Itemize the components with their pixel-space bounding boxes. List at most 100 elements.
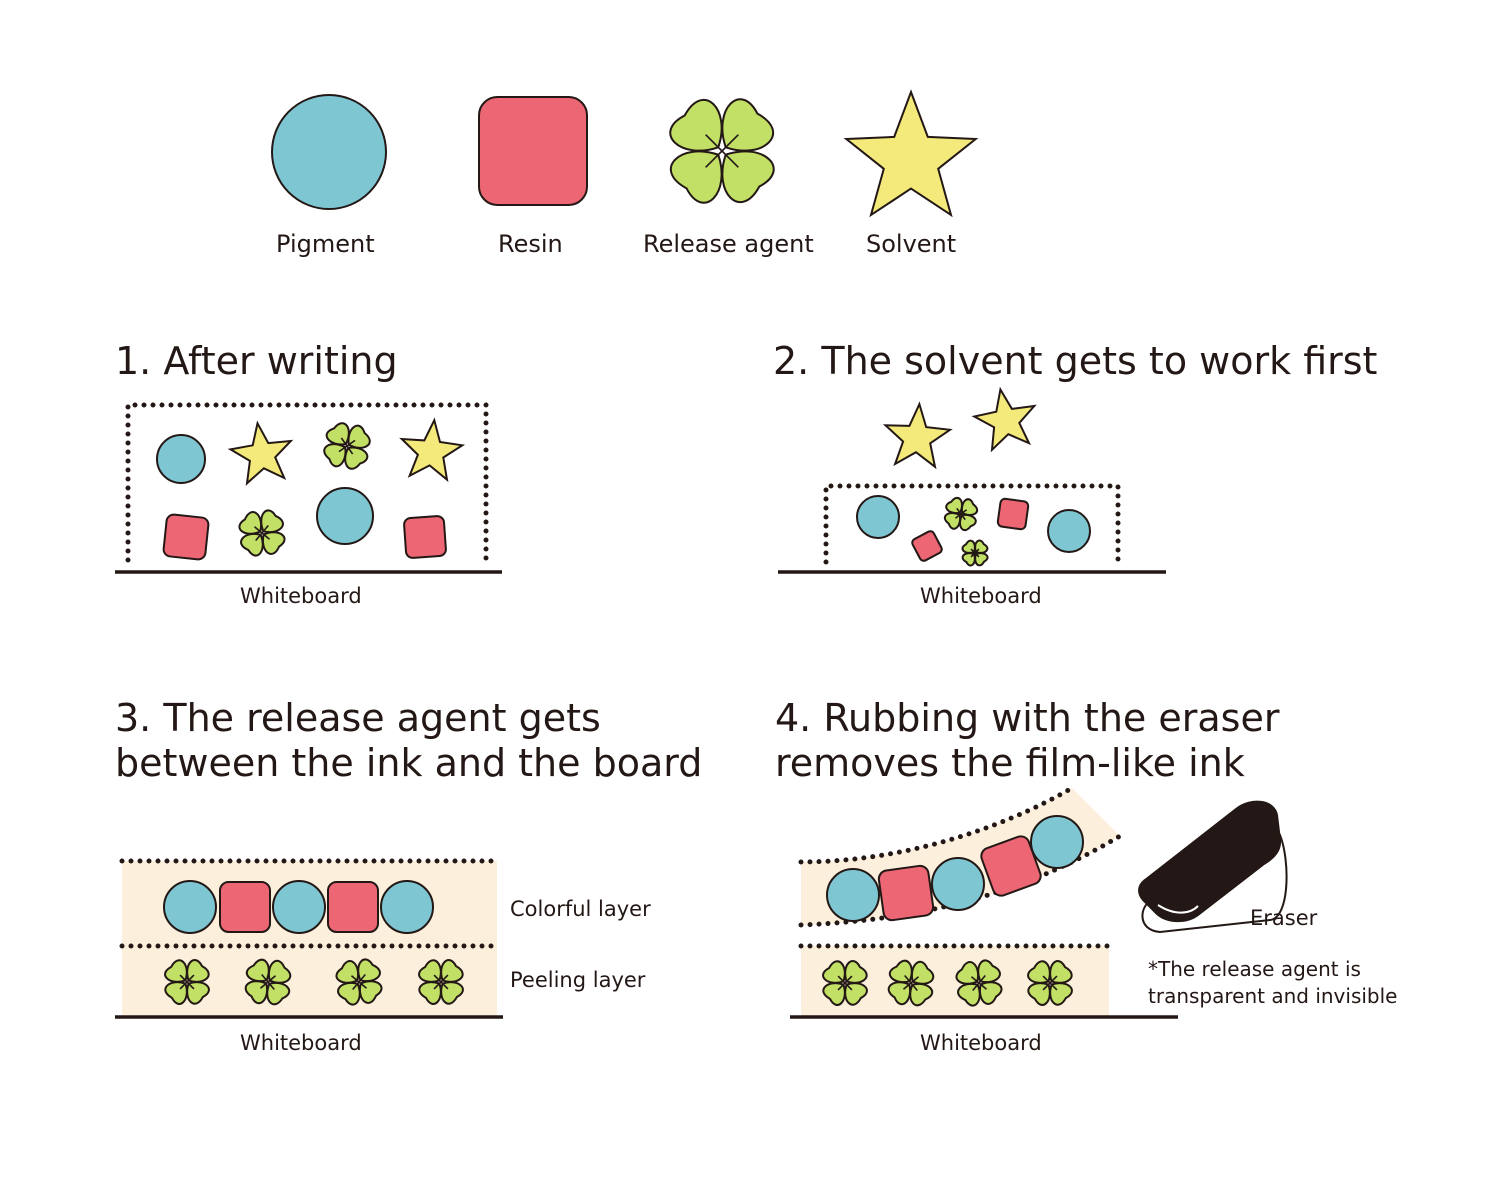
clover-vein	[440, 974, 449, 983]
clover-vein	[705, 134, 723, 152]
step-3-title: 3. The release agent gets between the in…	[115, 696, 702, 786]
resin-icon	[877, 864, 935, 922]
release-agent-icon	[164, 959, 210, 1005]
legend-label-pigment: Pigment	[276, 230, 375, 258]
pigment-icon	[380, 880, 434, 934]
clover-vein	[267, 975, 277, 983]
step-1-title: 1. After writing	[115, 339, 398, 384]
evaporating-solvent-icon	[971, 386, 1037, 453]
solvent-icon	[399, 417, 466, 483]
release-agent-note: *The release agent is transparent and in…	[1148, 956, 1397, 1010]
clover-vein	[186, 974, 195, 983]
clover-vein	[253, 526, 263, 534]
clover-vein	[259, 981, 269, 989]
eraser-label: Eraser	[1250, 906, 1318, 930]
release-agent-icon	[822, 960, 868, 1006]
clover-vein	[186, 981, 195, 990]
eraser-highlight	[1157, 904, 1199, 914]
resin-icon	[219, 881, 271, 933]
clover-vein	[261, 524, 269, 534]
clover-vein	[261, 532, 271, 540]
lifted-film-top-boundary	[798, 785, 1075, 865]
clover-vein	[960, 509, 968, 515]
step-3-title-line1: The release agent gets	[163, 696, 601, 740]
legend-label-release-agent: Release agent	[643, 230, 814, 258]
resin-icon	[980, 835, 1042, 897]
step-4-title: 4. Rubbing with the eraser removes the f…	[775, 696, 1279, 786]
step-2-ink-boundary	[823, 483, 1121, 565]
release-agent-icon	[887, 959, 935, 1007]
step-4-number: 4.	[775, 696, 812, 740]
step-1-title-text: After writing	[163, 339, 398, 383]
legend-pigment-icon	[271, 94, 387, 210]
release-agent-icon	[323, 422, 371, 470]
step-1-board-label: Whiteboard	[240, 584, 362, 608]
step-1-number: 1.	[115, 339, 152, 383]
clover-vein	[974, 548, 980, 554]
step-4-title-line1: Rubbing with the eraser	[823, 696, 1280, 740]
release-agent-icon	[238, 509, 286, 557]
peeling-layer-label: Peeling layer	[510, 968, 646, 992]
clover-vein	[837, 975, 846, 984]
clover-vein	[261, 973, 269, 983]
step-3-board-label: Whiteboard	[240, 1031, 362, 1055]
clover-vein	[970, 976, 980, 984]
step-4-board-label: Whiteboard	[920, 1031, 1042, 1055]
release-agent-icon	[335, 958, 383, 1006]
clover-vein	[902, 982, 912, 990]
pigment-icon	[163, 880, 217, 934]
clover-leaf	[344, 446, 369, 470]
clover-vein	[340, 437, 348, 447]
step-2-number: 2.	[773, 339, 810, 383]
clover-vein	[978, 974, 986, 984]
clover-vein	[346, 439, 356, 447]
clover-vein	[844, 982, 853, 991]
clover-vein	[972, 982, 980, 992]
resin-icon	[162, 513, 210, 561]
clover-vein	[1049, 975, 1058, 984]
resin-icon	[996, 497, 1030, 531]
clover-vein	[910, 982, 918, 992]
pigment-icon	[931, 857, 985, 911]
resin-icon	[911, 530, 943, 562]
clover-vein	[721, 150, 739, 168]
note-line-1: *The release agent is	[1148, 957, 1361, 981]
clover-vein	[179, 981, 188, 990]
release-agent-icon	[1027, 960, 1073, 1006]
clover-vein	[970, 548, 976, 554]
release-agent-icon	[955, 959, 1003, 1007]
pigment-icon	[856, 495, 900, 539]
clover-vein	[954, 513, 962, 519]
clover-vein	[358, 973, 366, 983]
legend-resin-icon	[478, 96, 588, 206]
clover-vein	[255, 532, 263, 542]
clover-vein	[433, 974, 442, 983]
step-2-board-label: Whiteboard	[920, 584, 1042, 608]
pigment-icon	[1047, 509, 1091, 553]
release-agent-icon	[943, 496, 979, 532]
clover-vein	[978, 982, 988, 990]
eraser-icon	[1138, 800, 1282, 923]
clover-vein	[705, 150, 723, 168]
pigment-icon	[272, 880, 326, 934]
clover-vein	[179, 974, 188, 983]
resin-icon	[403, 515, 447, 559]
legend-solvent-icon	[843, 89, 979, 218]
colorful-layer-label: Colorful layer	[510, 897, 651, 921]
clover-vein	[1042, 982, 1051, 991]
clover-vein	[970, 552, 976, 558]
clover-vein	[352, 981, 360, 991]
release-agent-icon	[961, 539, 989, 567]
clover-vein	[904, 974, 912, 984]
clover-vein	[1042, 975, 1051, 984]
clover-vein	[910, 976, 920, 984]
clover-leaf	[325, 422, 350, 446]
release-agent-icon	[418, 959, 464, 1005]
release-agent-icon	[244, 958, 292, 1006]
resin-icon	[327, 881, 379, 933]
clover-vein	[346, 445, 354, 455]
clover-vein	[358, 981, 368, 989]
clover-vein	[350, 975, 360, 983]
clover-vein	[844, 975, 853, 984]
pigment-icon	[1030, 815, 1084, 869]
